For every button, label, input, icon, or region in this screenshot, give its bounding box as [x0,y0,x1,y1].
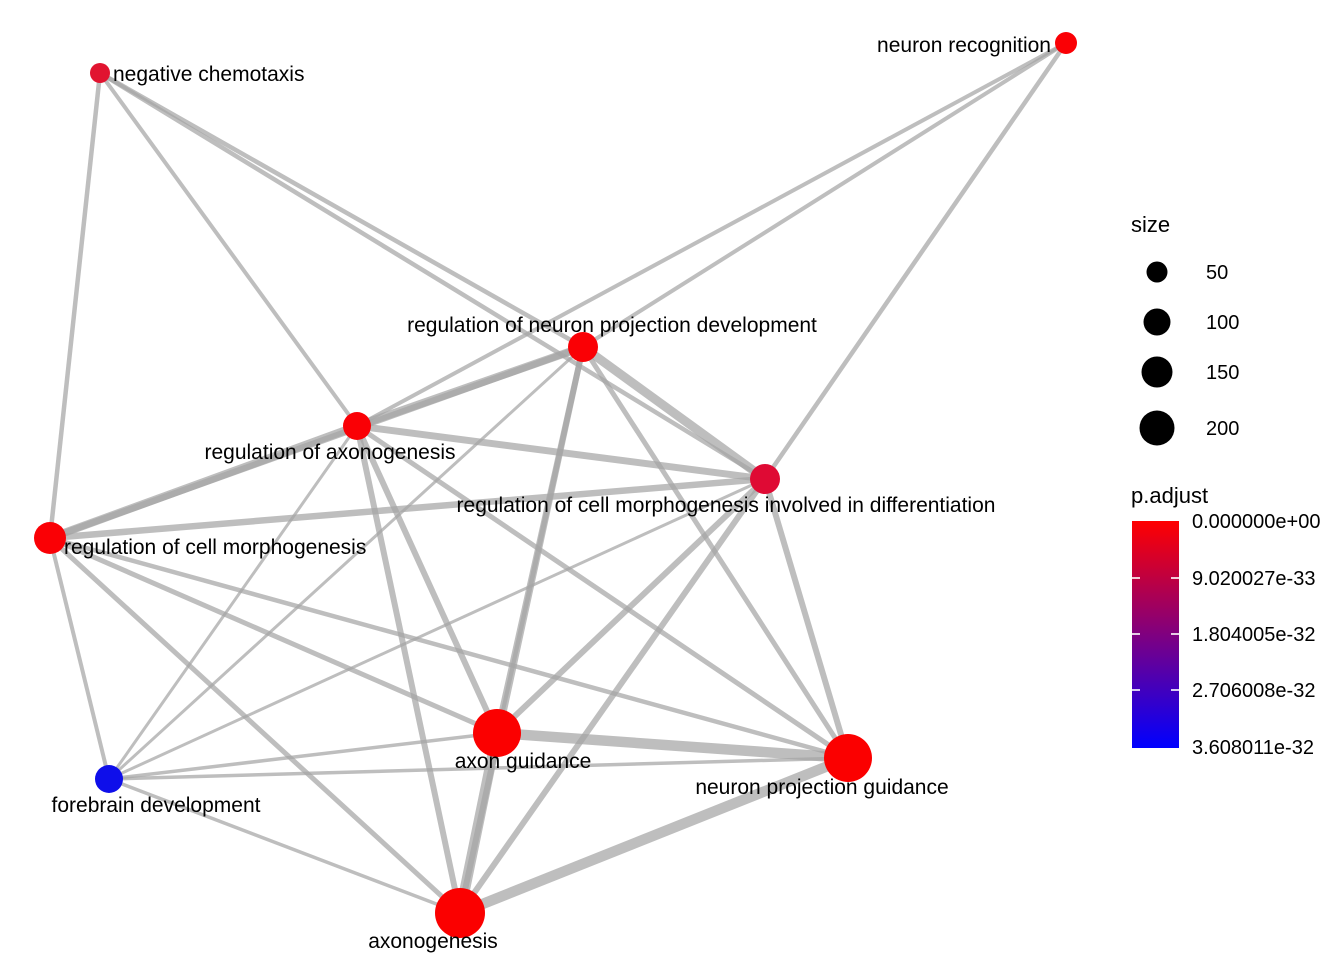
edge-G-H [496,727,849,764]
node-E [750,464,780,494]
size-legend-key-100 [1143,308,1171,336]
edge-D-E [356,422,766,483]
padjust-tick-label: 9.020027e-33 [1192,568,1315,590]
edge-H-J [458,753,850,918]
edge-B-C [581,41,1068,349]
edge-A-D [98,71,359,428]
edge-D-F [48,422,359,542]
node-label-A: negative chemotaxis [113,63,304,86]
padjust-tick-label: 1.804005e-32 [1192,624,1315,646]
edge-H-I [108,756,849,781]
padjust-tick-label: 3.608011e-32 [1192,737,1314,759]
edge-F-H [49,535,849,761]
node-G [473,709,521,757]
edge-G-I [108,731,498,781]
node-C [568,332,598,362]
padjust-tick-label: 2.706008e-32 [1192,680,1315,702]
size-legend-key-200 [1139,410,1175,446]
edge-D-G [354,424,500,735]
node-label-F: regulation of cell morphogenesis [64,536,366,559]
padjust-legend-title: p.adjust [1131,483,1208,508]
edge-E-H [762,478,851,759]
node-label-H: neuron projection guidance [695,776,948,799]
node-label-J: axonogenesis [368,930,498,953]
edge-F-J [48,536,462,915]
edge-D-I [107,425,359,780]
node-label-E: regulation of cell morphogenesis involve… [457,494,996,517]
node-H [824,734,872,782]
node-label-B: neuron recognition [877,34,1051,57]
edge-B-E [763,41,1068,481]
size-legend-label-50: 50 [1206,262,1228,284]
edges-layer [47,41,1068,918]
edge-C-I [107,345,585,781]
node-J [435,888,485,938]
node-D [343,412,371,440]
size-legend-key-50 [1146,261,1168,283]
edge-D-H [355,423,850,761]
edge-I-J [108,777,461,915]
size-legend-label-100: 100 [1206,312,1239,334]
padjust-tick-label: 0.000000e+00 [1192,511,1320,533]
edge-B-D [356,41,1067,428]
edge-A-F [47,72,103,539]
edge-C-E [580,343,768,483]
size-legend-key-150 [1141,356,1173,388]
edge-F-G [49,535,498,736]
node-I [95,765,123,793]
size-legend-label-200: 200 [1206,418,1239,440]
labels-layer: negative chemotaxis neuron recognition reg… [52,34,1051,953]
edge-F-I [48,537,111,780]
size-legend-title: size [1131,212,1170,237]
node-F [34,522,66,554]
node-label-C: regulation of neuron projection developm… [407,314,817,337]
edge-A-C [98,71,585,349]
nodes-layer [34,32,1077,938]
node-A [90,63,110,83]
node-label-I: forebrain development [52,794,261,817]
edge-E-G [494,476,768,736]
edge-E-I [108,477,766,781]
edge-E-J [457,477,768,915]
edge-G-J [454,731,503,915]
node-B [1055,32,1077,54]
size-legend: size 50 100 150 200 [1131,212,1239,446]
node-label-G: axon guidance [455,750,592,773]
edge-D-J [354,425,463,914]
edge-A-E [98,71,767,481]
edge-E-F [49,475,766,542]
node-label-D: regulation of axonogenesis [204,441,455,464]
padjust-legend: p.adjust 0.000000e+00 9.020027e-33 1.804005… [1131,483,1320,759]
size-legend-label-150: 150 [1206,362,1239,384]
